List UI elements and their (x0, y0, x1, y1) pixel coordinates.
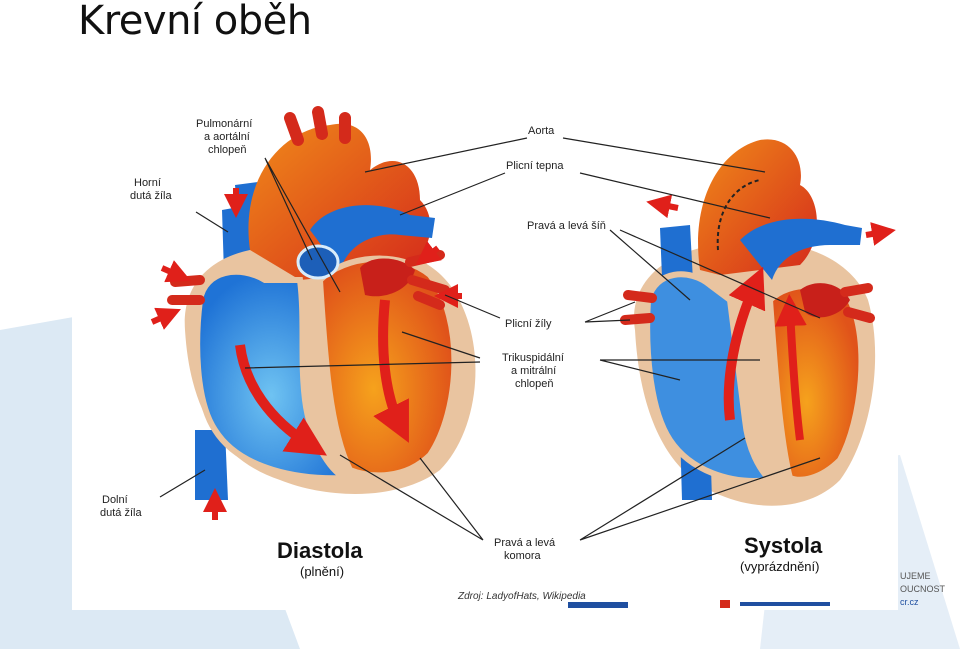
label-valves-2: a aortální (204, 131, 250, 143)
label-valves-3: chlopeň (208, 144, 247, 156)
sys-pulmonary-veins (840, 283, 875, 323)
inflow-arrow-left1 (160, 260, 191, 283)
leader-pulm-artery (399, 172, 771, 219)
sys-outflow-arrow-aorta (865, 222, 896, 246)
sys-flow-arrow-right (723, 266, 766, 421)
pulmonary-valve (296, 244, 340, 280)
label-pulm-veins: Plicní žíly (505, 318, 552, 330)
footer-line-2: OUCNOST (900, 584, 945, 594)
systola-title: Systola (744, 533, 823, 558)
sys-pulmonary-artery (740, 218, 862, 280)
leader-atria (609, 229, 821, 319)
systola-subtitle: (vyprázdnění) (740, 559, 819, 574)
leader-pulm-veins (444, 294, 636, 323)
inflow-arrow-left2 (150, 307, 181, 330)
flow-arrow-right (235, 344, 327, 456)
systole-heart (620, 139, 896, 506)
aorta-branches (284, 106, 351, 146)
leader-ventricles (339, 437, 821, 541)
sys-aorta-arc (716, 179, 761, 251)
label-pulm-artery: Plicní tepna (506, 160, 564, 172)
label-ivc-1: Dolní (102, 494, 128, 506)
aorta-vessel (248, 123, 431, 281)
footer-logo-text: UJEME OUCNOST cr.cz (900, 570, 960, 609)
diastola-title: Diastola (277, 538, 363, 563)
footer-logo-strip (568, 600, 830, 608)
labels: Pulmonární a aortální chlopeň Horní dutá… (100, 118, 823, 602)
leader-valves (264, 157, 341, 293)
label-ivc-2: dutá žíla (100, 507, 142, 519)
label-vent-2: komora (504, 550, 542, 562)
inflow-arrow-right1 (415, 241, 442, 266)
page-title: Krevní oběh (78, 0, 312, 44)
leader-aorta (364, 137, 766, 173)
pulmonary-artery (310, 205, 435, 270)
flow-arrow-left (373, 299, 409, 443)
label-vent-1: Pravá a levá (494, 537, 556, 549)
label-svc-1: Horní (134, 177, 161, 189)
sys-flow-arrow-left (774, 294, 807, 441)
label-av-3: chlopeň (515, 378, 554, 390)
leader-av-valves (244, 331, 760, 381)
source-credit: Zdroj: LadyofHats, Wikipedia (457, 591, 586, 602)
leader-svc (195, 211, 229, 233)
ivc-vessel (195, 430, 228, 500)
footer-line-3: cr.cz (900, 597, 919, 607)
leader-lines (159, 137, 821, 541)
label-av-2: a mitrální (511, 365, 556, 377)
label-atria: Pravá a levá šíň (527, 220, 606, 232)
sys-right-heart (644, 271, 777, 484)
label-svc-2: dutá žíla (130, 190, 172, 202)
diastola-subtitle: (plnění) (300, 564, 344, 579)
left-atrium (360, 258, 415, 297)
sys-left-atrium (800, 283, 850, 318)
label-valves-1: Pulmonární (196, 118, 252, 130)
diastole-heart (150, 106, 476, 520)
footer-line-1: UJEME (900, 571, 931, 581)
sys-outflow-arrow-pa (646, 194, 679, 219)
label-aorta: Aorta (528, 125, 555, 137)
leader-ivc (159, 469, 206, 498)
label-av-1: Trikuspidální (502, 352, 564, 364)
